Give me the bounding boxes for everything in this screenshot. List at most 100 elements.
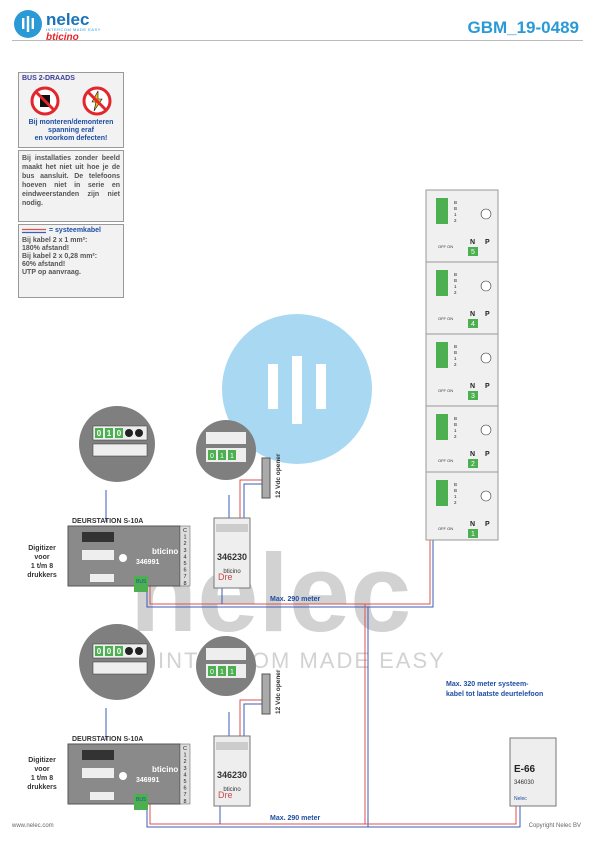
phone-terminal-label: B xyxy=(454,488,457,493)
phone-terminal-label: B xyxy=(454,344,457,349)
p-label: P xyxy=(485,311,490,318)
digit: 1 xyxy=(230,453,234,460)
phone-terminal-label: B xyxy=(454,278,457,283)
cable-note-line: Bij kabel 2 x 0,28 mm²: xyxy=(22,253,98,260)
phone-number: 5 xyxy=(471,249,475,256)
digit: 0 xyxy=(210,453,214,460)
bus-label: BUS xyxy=(136,797,147,803)
system-cable-icon xyxy=(22,228,46,234)
phone-terminal-label: B xyxy=(454,272,457,277)
psu-name: E-66 xyxy=(514,764,536,775)
switch-label: OFF ON xyxy=(438,526,453,531)
no-lightning-icon xyxy=(82,86,112,116)
door-station-brand: bticino xyxy=(152,765,178,774)
terminal-label: 8 xyxy=(183,799,186,805)
bus-warning-line: en voorkom defecten! xyxy=(34,135,108,142)
digit: 1 xyxy=(230,669,234,676)
door-station-brand: bticino xyxy=(152,547,178,556)
installation-note-box: Bij installaties zonder beeld maakt het … xyxy=(18,150,124,222)
power-module-1-zoom: 0 1 1 xyxy=(196,420,256,480)
opener-label: 12 Vdc opener xyxy=(275,669,282,714)
power-module-mark: Dre xyxy=(218,572,233,582)
p-label: P xyxy=(485,521,490,528)
terminal-label: C xyxy=(183,746,187,752)
digitizer-line: drukkers xyxy=(27,784,57,791)
terminal-label: 1 xyxy=(183,535,186,541)
digitizer-line: Digitizer xyxy=(28,545,56,552)
phone-terminal-label: 1 xyxy=(454,212,457,217)
max-distance-phone: kabel tot laatste deurtelefoon xyxy=(446,691,543,698)
footer-website: www.nelec.com xyxy=(12,823,54,829)
door-station-model: 346991 xyxy=(136,777,159,784)
bus-warning-line: spanning eraf xyxy=(48,127,94,134)
phone-terminal-label: 1 xyxy=(454,428,457,433)
digitizer-line: 1 t/m 8 xyxy=(30,775,54,782)
max-distance-phone: Max. 320 meter systeem- xyxy=(446,681,529,688)
digit: 0 xyxy=(117,647,122,656)
n-label: N xyxy=(470,521,475,528)
terminal-label: 2 xyxy=(183,541,186,547)
phone-number: 3 xyxy=(471,393,475,400)
terminal-label: 1 xyxy=(183,753,186,759)
n-label: N xyxy=(470,451,475,458)
power-module-model: 346230 xyxy=(217,770,247,780)
digitizer-line: Digitizer xyxy=(28,757,56,764)
phone-terminal-label: B xyxy=(454,416,457,421)
bus-warning-line: Bij monteren/demonteren xyxy=(28,119,114,126)
digitizer-line: drukkers xyxy=(27,572,57,579)
phone-terminal-label: 1 xyxy=(454,284,457,289)
phone-number: 1 xyxy=(471,531,475,538)
cable-note-line: 180% afstand! xyxy=(22,245,70,252)
switch-label: OFF ON xyxy=(438,388,453,393)
digit: 1 xyxy=(220,453,224,460)
door-station-title: DEURSTATION S-10A xyxy=(72,736,143,743)
switch-label: OFF ON xyxy=(438,244,453,249)
digitizer-line: voor xyxy=(34,766,50,773)
p-label: P xyxy=(485,239,490,246)
power-supply-e66: E-66 346030 Nelec xyxy=(509,737,557,807)
header-divider xyxy=(12,40,583,41)
power-module-model: 346230 xyxy=(217,552,247,562)
phone-terminal-label: B xyxy=(454,350,457,355)
terminal-label: 8 xyxy=(183,581,186,587)
phone-terminal-label: 1 xyxy=(454,356,457,361)
psu-label: Nelec xyxy=(514,796,527,802)
door-station-1-zoom: 0 1 0 xyxy=(79,406,155,482)
digit: 0 xyxy=(117,429,122,438)
digit: 0 xyxy=(97,429,102,438)
terminal-label: 3 xyxy=(183,766,186,772)
logo-name: nelec xyxy=(46,10,90,29)
door-station-1: DEURSTATION S-10A bticino 346991 BUS xyxy=(67,518,191,592)
power-module-brand: bticino xyxy=(223,569,241,575)
digitizer-label-2: Digitizer voor 1 t/m 8 drukkers xyxy=(22,756,62,792)
n-label: N xyxy=(470,383,475,390)
digit: 0 xyxy=(210,669,214,676)
cable-note-line: Bij kabel 2 x 1 mm²: xyxy=(22,237,88,244)
document-code: GBM_19-0489 xyxy=(467,18,579,37)
switch-label: OFF ON xyxy=(438,316,453,321)
digitizer-line: 1 t/m 8 xyxy=(30,563,54,570)
phone-terminal-label: 2 xyxy=(454,362,457,367)
digit: 0 xyxy=(97,647,102,656)
cable-note-line: 60% afstand! xyxy=(22,261,66,268)
terminal-label: 6 xyxy=(183,568,186,574)
power-module-brand: bticino xyxy=(223,787,241,793)
digit: 1 xyxy=(107,429,112,438)
door-station-2: DEURSTATION S-10A bticino 346991 BUS xyxy=(67,736,191,810)
p-label: P xyxy=(485,383,490,390)
door-opener-2: 12 Vdc opener xyxy=(261,669,282,715)
n-label: N xyxy=(470,239,475,246)
terminal-label: 6 xyxy=(183,786,186,792)
terminal-label: 4 xyxy=(183,554,186,560)
door-station-title: DEURSTATION S-10A xyxy=(72,518,143,525)
footer-copyright: Copyright Nelec BV xyxy=(528,823,581,829)
phone-terminal-label: 2 xyxy=(454,290,457,295)
phone-terminal-label: B xyxy=(454,422,457,427)
phone-number: 4 xyxy=(471,321,475,328)
